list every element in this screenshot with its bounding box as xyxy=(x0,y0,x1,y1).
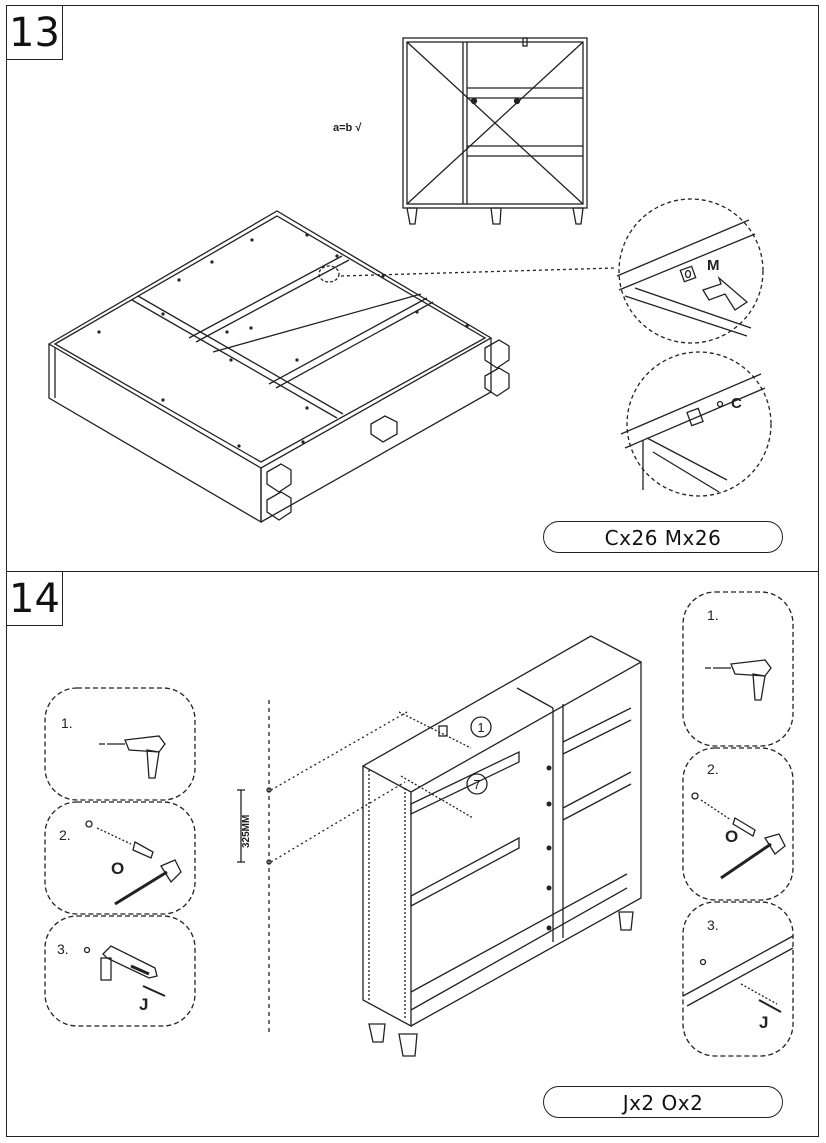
parts-list: Cx26 Mx26 xyxy=(543,521,783,553)
drill-icon xyxy=(705,659,772,701)
right-step-2-number: 2. xyxy=(707,761,719,777)
callout-m-detail xyxy=(616,198,764,344)
left-step-3-number: 3. xyxy=(57,941,69,957)
cabinet-front-view xyxy=(402,37,588,225)
check-label: a=b √ xyxy=(333,122,362,134)
left-step-2-hardware: O xyxy=(111,859,124,878)
step-number: 13 xyxy=(7,6,63,60)
left-step-drill xyxy=(44,687,196,801)
left-step-bracket xyxy=(44,915,196,1027)
right-step-drill xyxy=(682,591,794,747)
screw-wall-icon xyxy=(682,935,794,1013)
measurement-label: 325MM xyxy=(241,815,252,848)
right-step-3-number: 3. xyxy=(707,917,719,933)
callout-c-label: C xyxy=(731,395,742,412)
panel-marker-7: 7 xyxy=(473,777,480,792)
cabinet-isometric xyxy=(47,210,510,524)
parts-list: Jx2 Ox2 xyxy=(543,1086,783,1118)
callout-m-label: M xyxy=(707,257,720,274)
right-step-3-hardware: J xyxy=(759,1013,768,1032)
anchor-hammer-icon xyxy=(85,820,182,906)
left-step-anchor xyxy=(44,801,196,915)
cabinet-isometric-standing xyxy=(361,635,643,1057)
left-step-2-number: 2. xyxy=(59,827,71,843)
left-step-1-number: 1. xyxy=(61,715,73,731)
callout-c-detail xyxy=(620,351,772,497)
step-13-illustration: a=b √ xyxy=(47,37,772,524)
step-13-panel: 13 a=b √ xyxy=(6,5,819,572)
left-step-3-hardware: J xyxy=(139,995,148,1014)
right-step-1-number: 1. xyxy=(707,607,719,623)
bracket-screw-icon xyxy=(83,945,166,997)
right-step-2-hardware: O xyxy=(725,827,738,846)
anchor-hammer-icon xyxy=(691,792,786,880)
panel-marker-1: 1 xyxy=(477,720,484,735)
step-number: 14 xyxy=(7,572,63,626)
right-step-screw xyxy=(682,901,794,1057)
step-14-panel: 14 xyxy=(6,571,819,1137)
drill-icon xyxy=(99,735,166,779)
step-14-illustration: 325MM xyxy=(44,591,794,1057)
right-step-anchor xyxy=(682,747,794,901)
